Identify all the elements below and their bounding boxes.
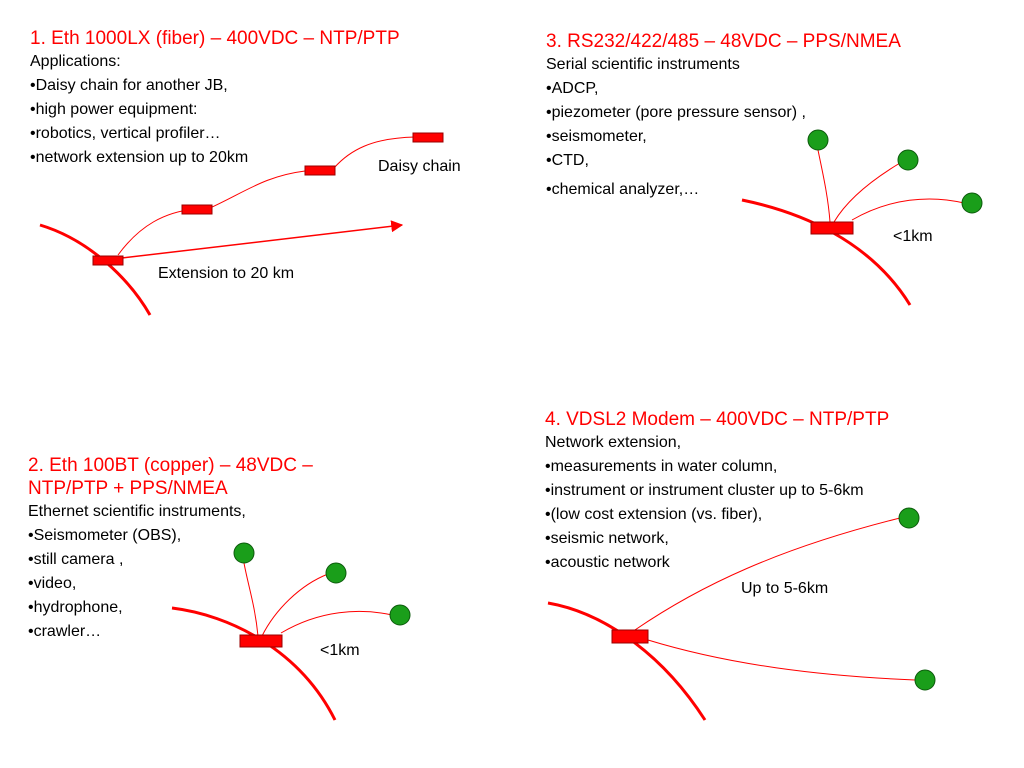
range-label: <1km [893, 228, 933, 245]
extension-arrow [121, 220, 404, 259]
range-label: Up to 5-6km [741, 580, 829, 597]
extension-link [647, 639, 916, 681]
panel-1-line: Applications: [30, 53, 121, 70]
panel-4-line: •(low cost extension (vs. fiber), [545, 506, 763, 523]
panel-2-line: •still camera , [28, 551, 124, 568]
daisy-node [181, 204, 213, 215]
instrument-link [851, 198, 965, 221]
panel-4-diagram [547, 507, 936, 721]
panel-3-line: Serial scientific instruments [546, 56, 740, 73]
panel-1-line: •network extension up to 20km [30, 149, 249, 166]
panel-3-title: 3. RS232/422/485 – 48VDC – PPS/NMEA [546, 31, 901, 52]
instrument-node [961, 192, 983, 214]
panel-3-diagram [741, 129, 983, 306]
daisy-chain-link [333, 136, 416, 169]
panel-4-line: •measurements in water column, [545, 458, 778, 475]
panel-1-title: 1. Eth 1000LX (fiber) – 400VDC – NTP/PTP [30, 28, 400, 49]
panel-2-title: NTP/PTP + PPS/NMEA [28, 478, 228, 499]
instrument-node [914, 669, 936, 691]
range-label: <1km [320, 642, 360, 659]
panel-2-line: •crawler… [28, 623, 102, 640]
panel-1-line: •robotics, vertical profiler… [30, 125, 221, 142]
daisy-chain-label: Daisy chain [378, 158, 461, 175]
panel-1-line: •high power equipment: [30, 101, 198, 118]
panel-3-line: •ADCP, [546, 80, 599, 97]
instrument-node [389, 604, 411, 626]
instrument-node [897, 149, 919, 171]
extension-label: Extension to 20 km [158, 265, 295, 282]
panel-4-line: •acoustic network [545, 554, 670, 571]
instrument-link [280, 611, 393, 634]
panel-3-line: •piezometer (pore pressure sensor) , [546, 104, 806, 121]
daisy-node [304, 165, 336, 176]
modem-box [611, 629, 649, 644]
extension-link [631, 517, 901, 633]
panel-3-text: 3. RS232/422/485 – 48VDC – PPS/NMEA Seri… [546, 30, 901, 202]
panel-1-diagram [39, 132, 444, 316]
junction-box [239, 634, 283, 648]
instrument-node [807, 129, 829, 151]
panel-4-text: 4. VDSL2 Modem – 400VDC – NTP/PTP Networ… [545, 408, 889, 575]
panel-3-line: •CTD, [546, 152, 589, 169]
panel-1-text: 1. Eth 1000LX (fiber) – 400VDC – NTP/PTP… [30, 27, 400, 170]
daisy-node [412, 132, 444, 143]
panel-2-line: Ethernet scientific instruments, [28, 503, 246, 520]
panel-4-line: •seismic network, [545, 530, 669, 547]
instrument-node [233, 542, 255, 564]
panel-1-line: •Daisy chain for another JB, [30, 77, 228, 94]
daisy-chain-link [117, 208, 196, 256]
panel-4-line: •instrument or instrument cluster up to … [545, 482, 864, 499]
panel-2-diagram [171, 542, 411, 721]
main-cable [547, 601, 707, 721]
daisy-chain-link [209, 170, 306, 209]
main-cable [741, 198, 912, 306]
junction-box [810, 221, 854, 235]
panel-2-text: 2. Eth 100BT (copper) – 48VDC – NTP/PTP … [28, 454, 313, 644]
panel-2-title: 2. Eth 100BT (copper) – 48VDC – [28, 455, 313, 476]
panel-4-title: 4. VDSL2 Modem – 400VDC – NTP/PTP [545, 409, 890, 430]
panel-3-line: •chemical analyzer,… [546, 181, 700, 198]
instrument-link [261, 573, 329, 637]
junction-box [92, 255, 124, 266]
panel-2-line: •hydrophone, [28, 599, 123, 616]
panel-4-line: Network extension, [545, 434, 682, 451]
panel-2-line: •Seismometer (OBS), [28, 527, 182, 544]
instrument-link [243, 562, 259, 637]
main-cable [39, 223, 152, 316]
instrument-link [817, 149, 831, 223]
instrument-node [325, 562, 347, 584]
instrument-node [898, 507, 920, 529]
panel-3-line: •seismometer, [546, 128, 647, 145]
instrument-link [833, 162, 901, 223]
panel-2-line: •video, [28, 575, 77, 592]
